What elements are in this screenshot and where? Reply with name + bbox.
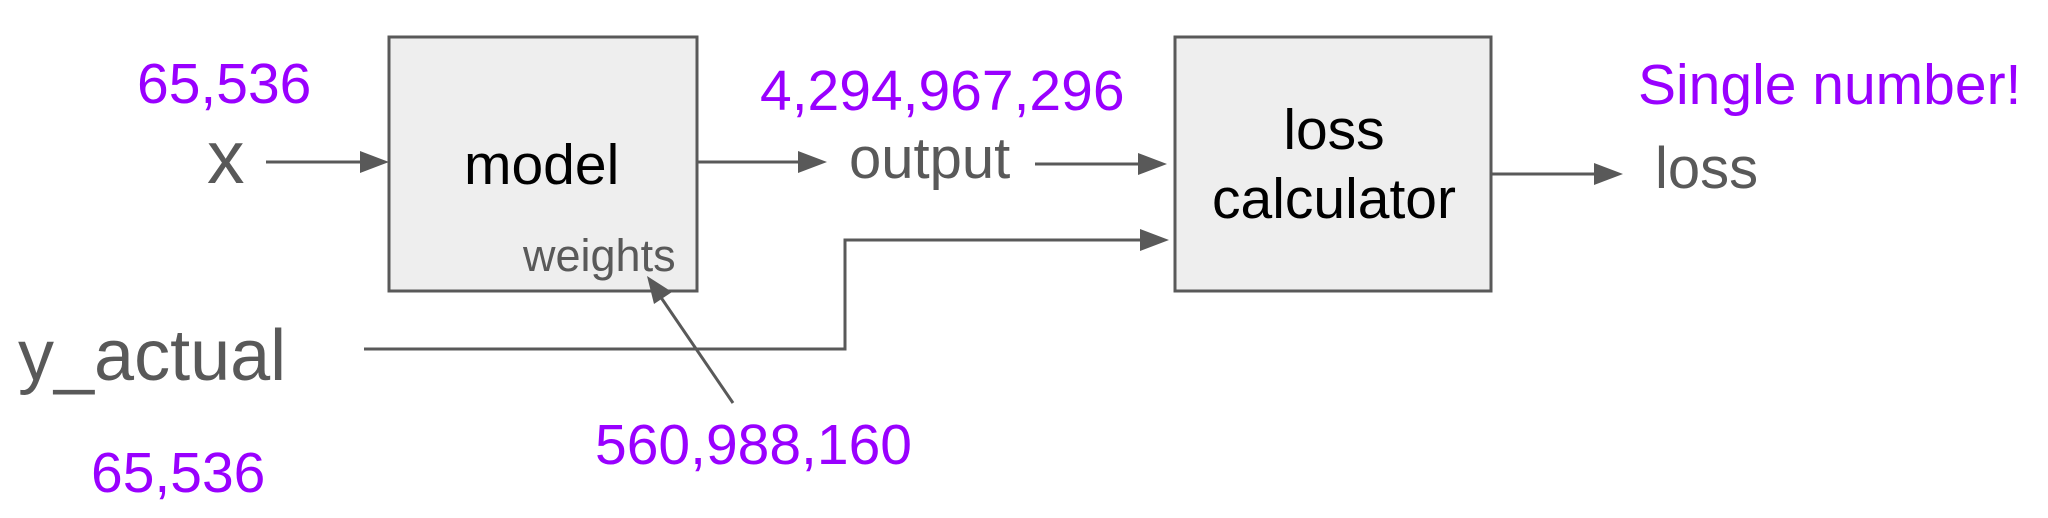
x-count-annotation: 65,536 bbox=[137, 52, 311, 116]
arrow-x-to-model bbox=[266, 151, 389, 173]
arrow-model-to-output bbox=[697, 151, 827, 173]
arrow-output-to-loss-calculator bbox=[1035, 153, 1167, 175]
arrow-loss-calculator-to-loss bbox=[1491, 163, 1623, 185]
loss-calculator-box bbox=[1173, 35, 1493, 293]
x-label: x bbox=[207, 115, 245, 199]
loss-label: loss bbox=[1655, 136, 1758, 201]
single-number-annotation: Single number! bbox=[1638, 53, 2021, 117]
weights-count-annotation: 560,988,160 bbox=[595, 413, 912, 477]
output-label: output bbox=[849, 126, 1010, 191]
y-count-annotation: 65,536 bbox=[91, 441, 265, 505]
arrow-y-actual-to-loss-calculator bbox=[364, 229, 1169, 351]
model-box bbox=[387, 35, 699, 293]
model-label: model bbox=[464, 133, 619, 197]
loss-calculator-label-line1: loss bbox=[1283, 98, 1384, 162]
loss-calculator-label-line2: calculator bbox=[1212, 167, 1456, 231]
y-actual-label: y_actual bbox=[18, 316, 286, 396]
output-count-annotation: 4,294,967,296 bbox=[760, 59, 1125, 123]
arrow-weights-count-to-weights bbox=[647, 276, 735, 404]
weights-label: weights bbox=[522, 230, 676, 281]
